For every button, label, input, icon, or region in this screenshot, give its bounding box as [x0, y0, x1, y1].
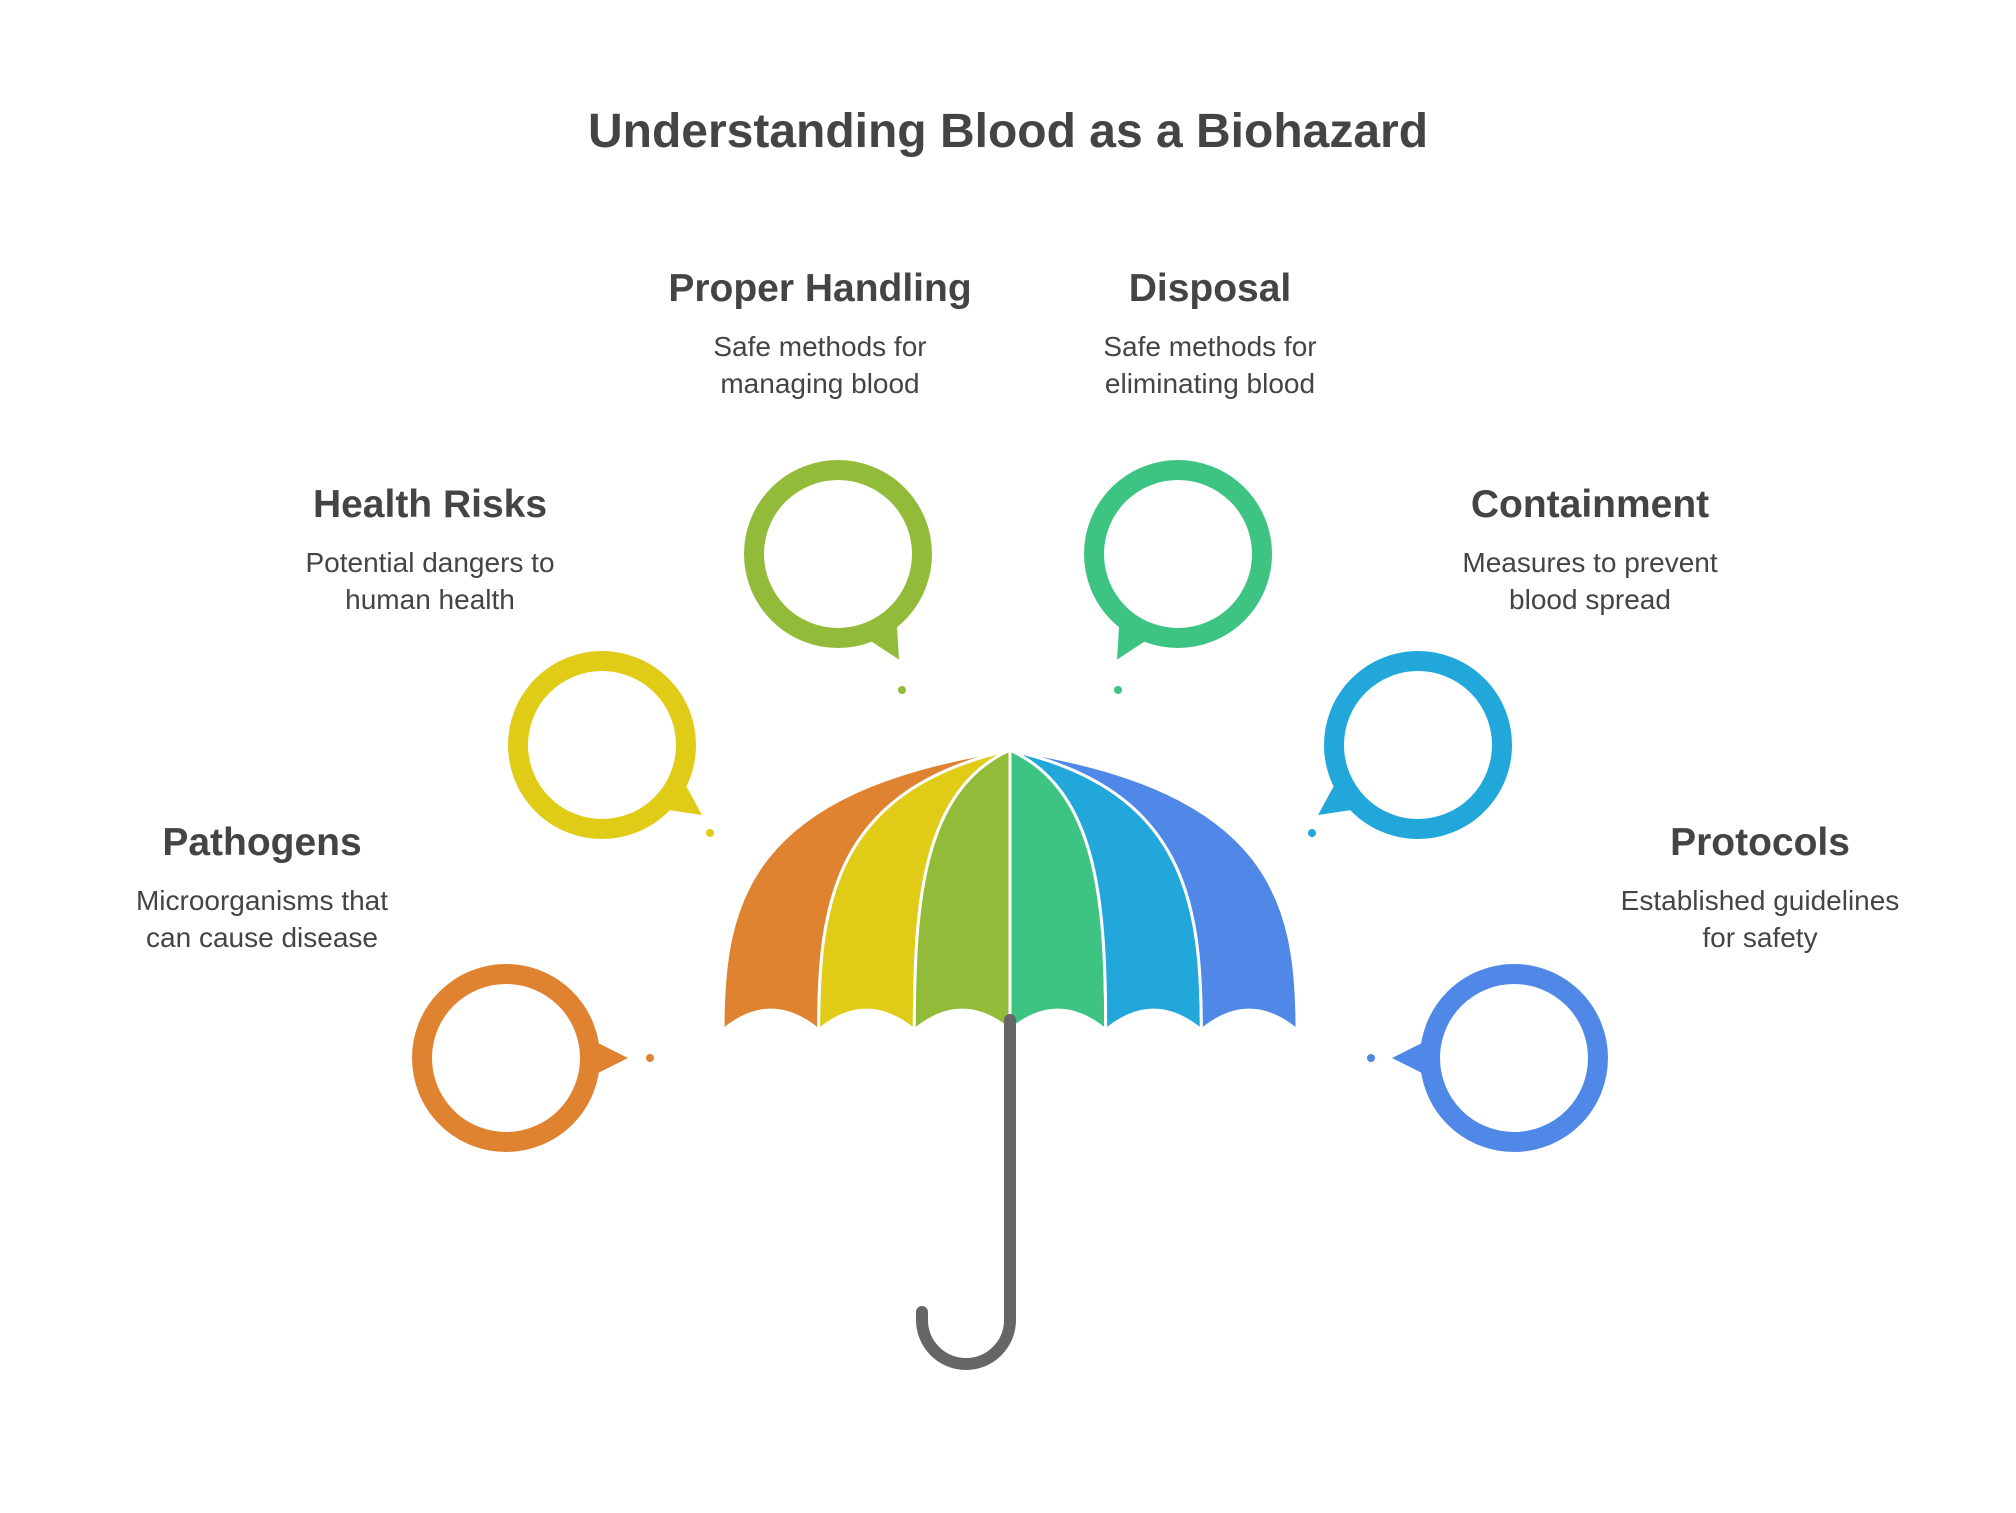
label-description: Potential dangers to human health: [305, 547, 555, 615]
umbrella-icon: [721, 747, 1299, 1370]
label-proper-handling: Proper Handling Safe methods for managin…: [630, 266, 1010, 402]
label-containment: Containment Measures to prevent blood sp…: [1400, 482, 1780, 618]
page-title: Understanding Blood as a Biohazard: [587, 105, 1429, 158]
bubble-icon: [412, 964, 656, 1152]
label-title: Disposal: [1128, 267, 1292, 310]
bubble-icon: [744, 460, 932, 696]
bubble-icon: [508, 651, 716, 839]
umbrella-handle: [916, 1014, 1016, 1370]
bubbles-group: [412, 460, 1608, 1152]
label-description: Safe methods for managing blood: [713, 331, 927, 399]
label-pathogens: Pathogens Microorganisms that can cause …: [82, 820, 442, 956]
label-protocols: Protocols Established guidelines for saf…: [1570, 820, 1950, 956]
label-disposal: Disposal Safe methods for eliminating bl…: [1020, 266, 1400, 402]
label-title: Pathogens: [162, 821, 362, 864]
umbrella-panel: [1009, 748, 1299, 1034]
label-title: Protocols: [1670, 821, 1850, 864]
bubble-icon: [1306, 651, 1512, 839]
label-health-risks: Health Risks Potential dangers to human …: [250, 482, 610, 618]
label-description: Microorganisms that can cause disease: [135, 885, 389, 953]
label-description: Safe methods for eliminating blood: [1103, 331, 1317, 399]
label-title: Health Risks: [312, 483, 548, 526]
label-title: Containment: [1470, 483, 1710, 526]
bubble-icon: [1084, 460, 1272, 696]
bubble-icon: [1365, 964, 1608, 1152]
label-description: Established guidelines for safety: [1620, 885, 1900, 953]
label-description: Measures to prevent blood spread: [1462, 547, 1718, 615]
label-title: Proper Handling: [668, 267, 972, 310]
